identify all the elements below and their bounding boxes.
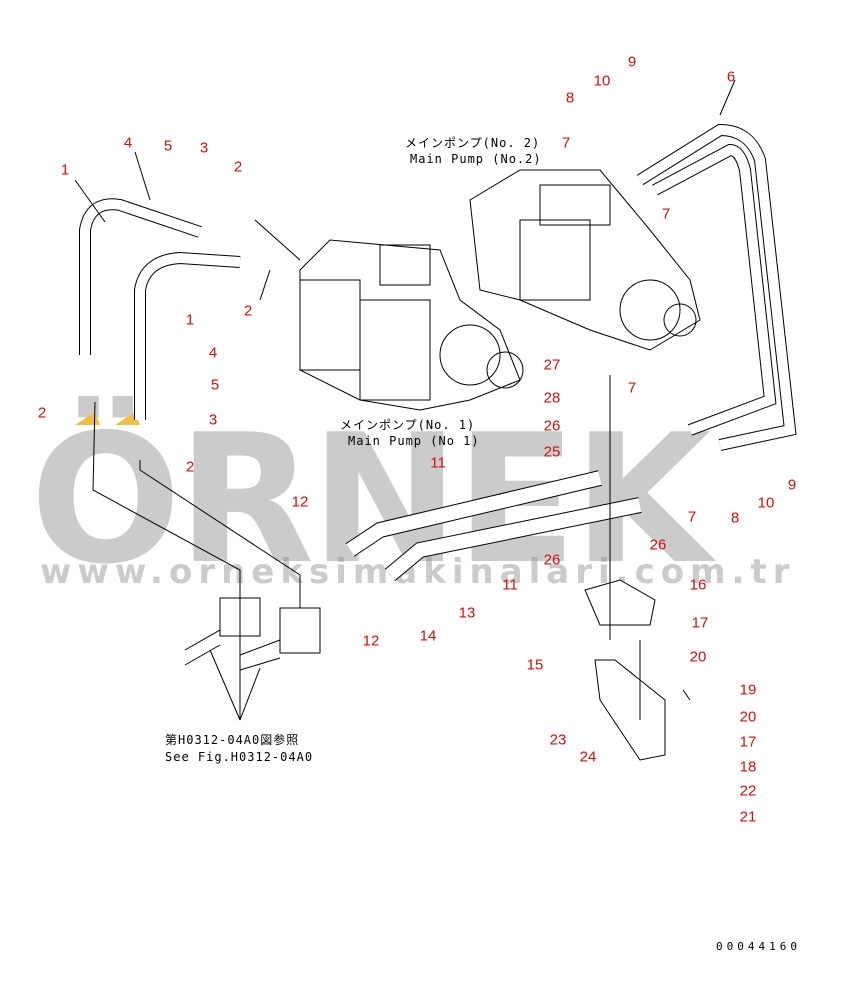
hose-1b: [135, 252, 241, 420]
part-label[interactable]: 12: [362, 632, 380, 650]
part-label[interactable]: 26: [649, 536, 667, 554]
watermark-accent: [115, 412, 140, 425]
part-label[interactable]: 20: [689, 648, 707, 666]
watermark-logo: ÖRNEK: [30, 396, 711, 603]
reference-caption-en: See Fig.H0312-04A0: [165, 750, 314, 764]
part-label[interactable]: 1: [60, 161, 70, 179]
drawing-number: 00044160: [716, 940, 801, 953]
part-label[interactable]: 8: [730, 509, 740, 527]
part-label[interactable]: 2: [37, 404, 47, 422]
part-label[interactable]: 15: [526, 656, 544, 674]
part-label[interactable]: 17: [691, 614, 709, 632]
bracket-16: [584, 579, 656, 626]
part-label[interactable]: 19: [739, 681, 757, 699]
part-label[interactable]: 2: [185, 458, 195, 476]
part-label[interactable]: 3: [199, 139, 209, 157]
part-label[interactable]: 7: [561, 134, 571, 152]
part-label[interactable]: 5: [210, 376, 220, 394]
pipe-11: [346, 471, 642, 581]
part-label[interactable]: 2: [233, 158, 243, 176]
part-label[interactable]: 9: [787, 476, 797, 494]
part-label[interactable]: 10: [757, 494, 775, 512]
part-label[interactable]: 23: [549, 731, 567, 749]
part-label[interactable]: 11: [430, 454, 446, 472]
pump1-caption-en: Main Pump (No 1): [348, 434, 480, 448]
part-label[interactable]: 3: [208, 411, 218, 429]
part-label[interactable]: 26: [543, 417, 561, 435]
part-label[interactable]: 18: [739, 758, 757, 776]
hose-1b: [134, 251, 241, 420]
part-label[interactable]: 9: [627, 53, 637, 71]
part-label[interactable]: 7: [627, 379, 637, 397]
part-label[interactable]: 5: [163, 137, 173, 155]
part-label[interactable]: 16: [689, 576, 707, 594]
pump1-caption-jp: メインポンプ(No. 1): [340, 418, 476, 432]
part-label[interactable]: 20: [739, 708, 757, 726]
hose-1: [80, 199, 202, 355]
part-label[interactable]: 27: [543, 356, 561, 374]
part-label[interactable]: 24: [579, 748, 597, 766]
part-label[interactable]: 22: [739, 782, 757, 800]
part-label[interactable]: 10: [593, 72, 611, 90]
reference-caption-jp: 第H0312-04A0図参照: [165, 733, 300, 747]
main-pump-1: [299, 239, 524, 411]
part-label[interactable]: 25: [543, 443, 561, 461]
part-label[interactable]: 13: [458, 604, 476, 622]
hose-6: [637, 124, 796, 450]
part-label[interactable]: 1: [185, 311, 195, 329]
part-label[interactable]: 28: [543, 389, 561, 407]
part-label[interactable]: 4: [208, 344, 218, 362]
part-label[interactable]: 7: [661, 205, 671, 223]
part-label[interactable]: 17: [739, 733, 757, 751]
leader-lines: [74, 79, 736, 720]
part-label[interactable]: 14: [419, 627, 437, 645]
main-pump-2: [469, 169, 701, 351]
pump2-caption-jp: メインポンプ(No. 2): [405, 136, 541, 150]
part-label[interactable]: 7: [687, 508, 697, 526]
part-label[interactable]: 26: [543, 551, 561, 569]
part-label[interactable]: 8: [565, 89, 575, 107]
part-label[interactable]: 4: [123, 134, 133, 152]
part-label[interactable]: 2: [243, 302, 253, 320]
watermark-accent: [75, 412, 100, 425]
bracket-15: [594, 659, 666, 761]
part-label[interactable]: 12: [291, 493, 309, 511]
part-label[interactable]: 6: [726, 68, 736, 86]
pump2-caption-en: Main Pump (No.2): [410, 152, 542, 166]
part-label[interactable]: 21: [739, 808, 757, 826]
reference-blocks: [184, 597, 321, 721]
part-label[interactable]: 11: [502, 576, 518, 594]
